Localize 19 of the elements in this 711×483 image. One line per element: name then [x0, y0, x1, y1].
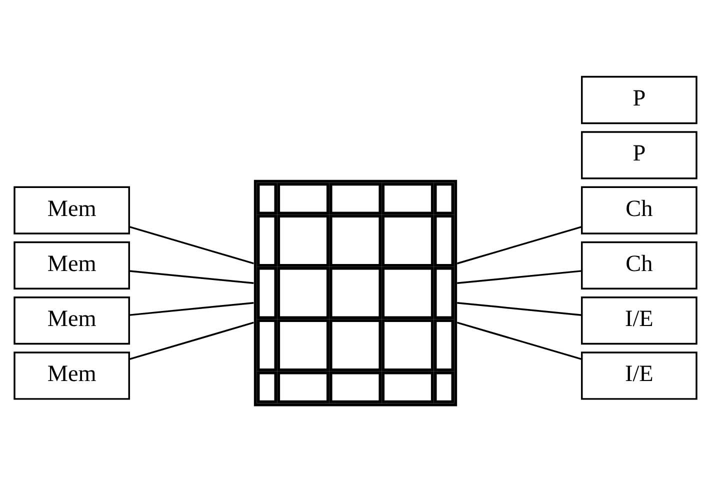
node-box: Mem [14, 186, 130, 234]
connector [456, 322, 582, 360]
node-box: I/E [581, 296, 698, 345]
connector [456, 226, 582, 264]
connector [129, 270, 254, 284]
connector [129, 322, 254, 360]
connector [457, 302, 582, 316]
node-box: Ch [581, 186, 698, 234]
node-box: P [581, 76, 698, 124]
node-box: P [581, 131, 698, 180]
node-box: Mem [14, 352, 130, 400]
connector [129, 226, 254, 264]
node-box: Ch [581, 241, 698, 290]
node-grid [254, 180, 458, 406]
node-box: I/E [581, 352, 698, 400]
node-box: Mem [14, 241, 130, 290]
connector [129, 302, 254, 316]
node-box: Mem [14, 296, 130, 345]
connector [457, 270, 582, 284]
